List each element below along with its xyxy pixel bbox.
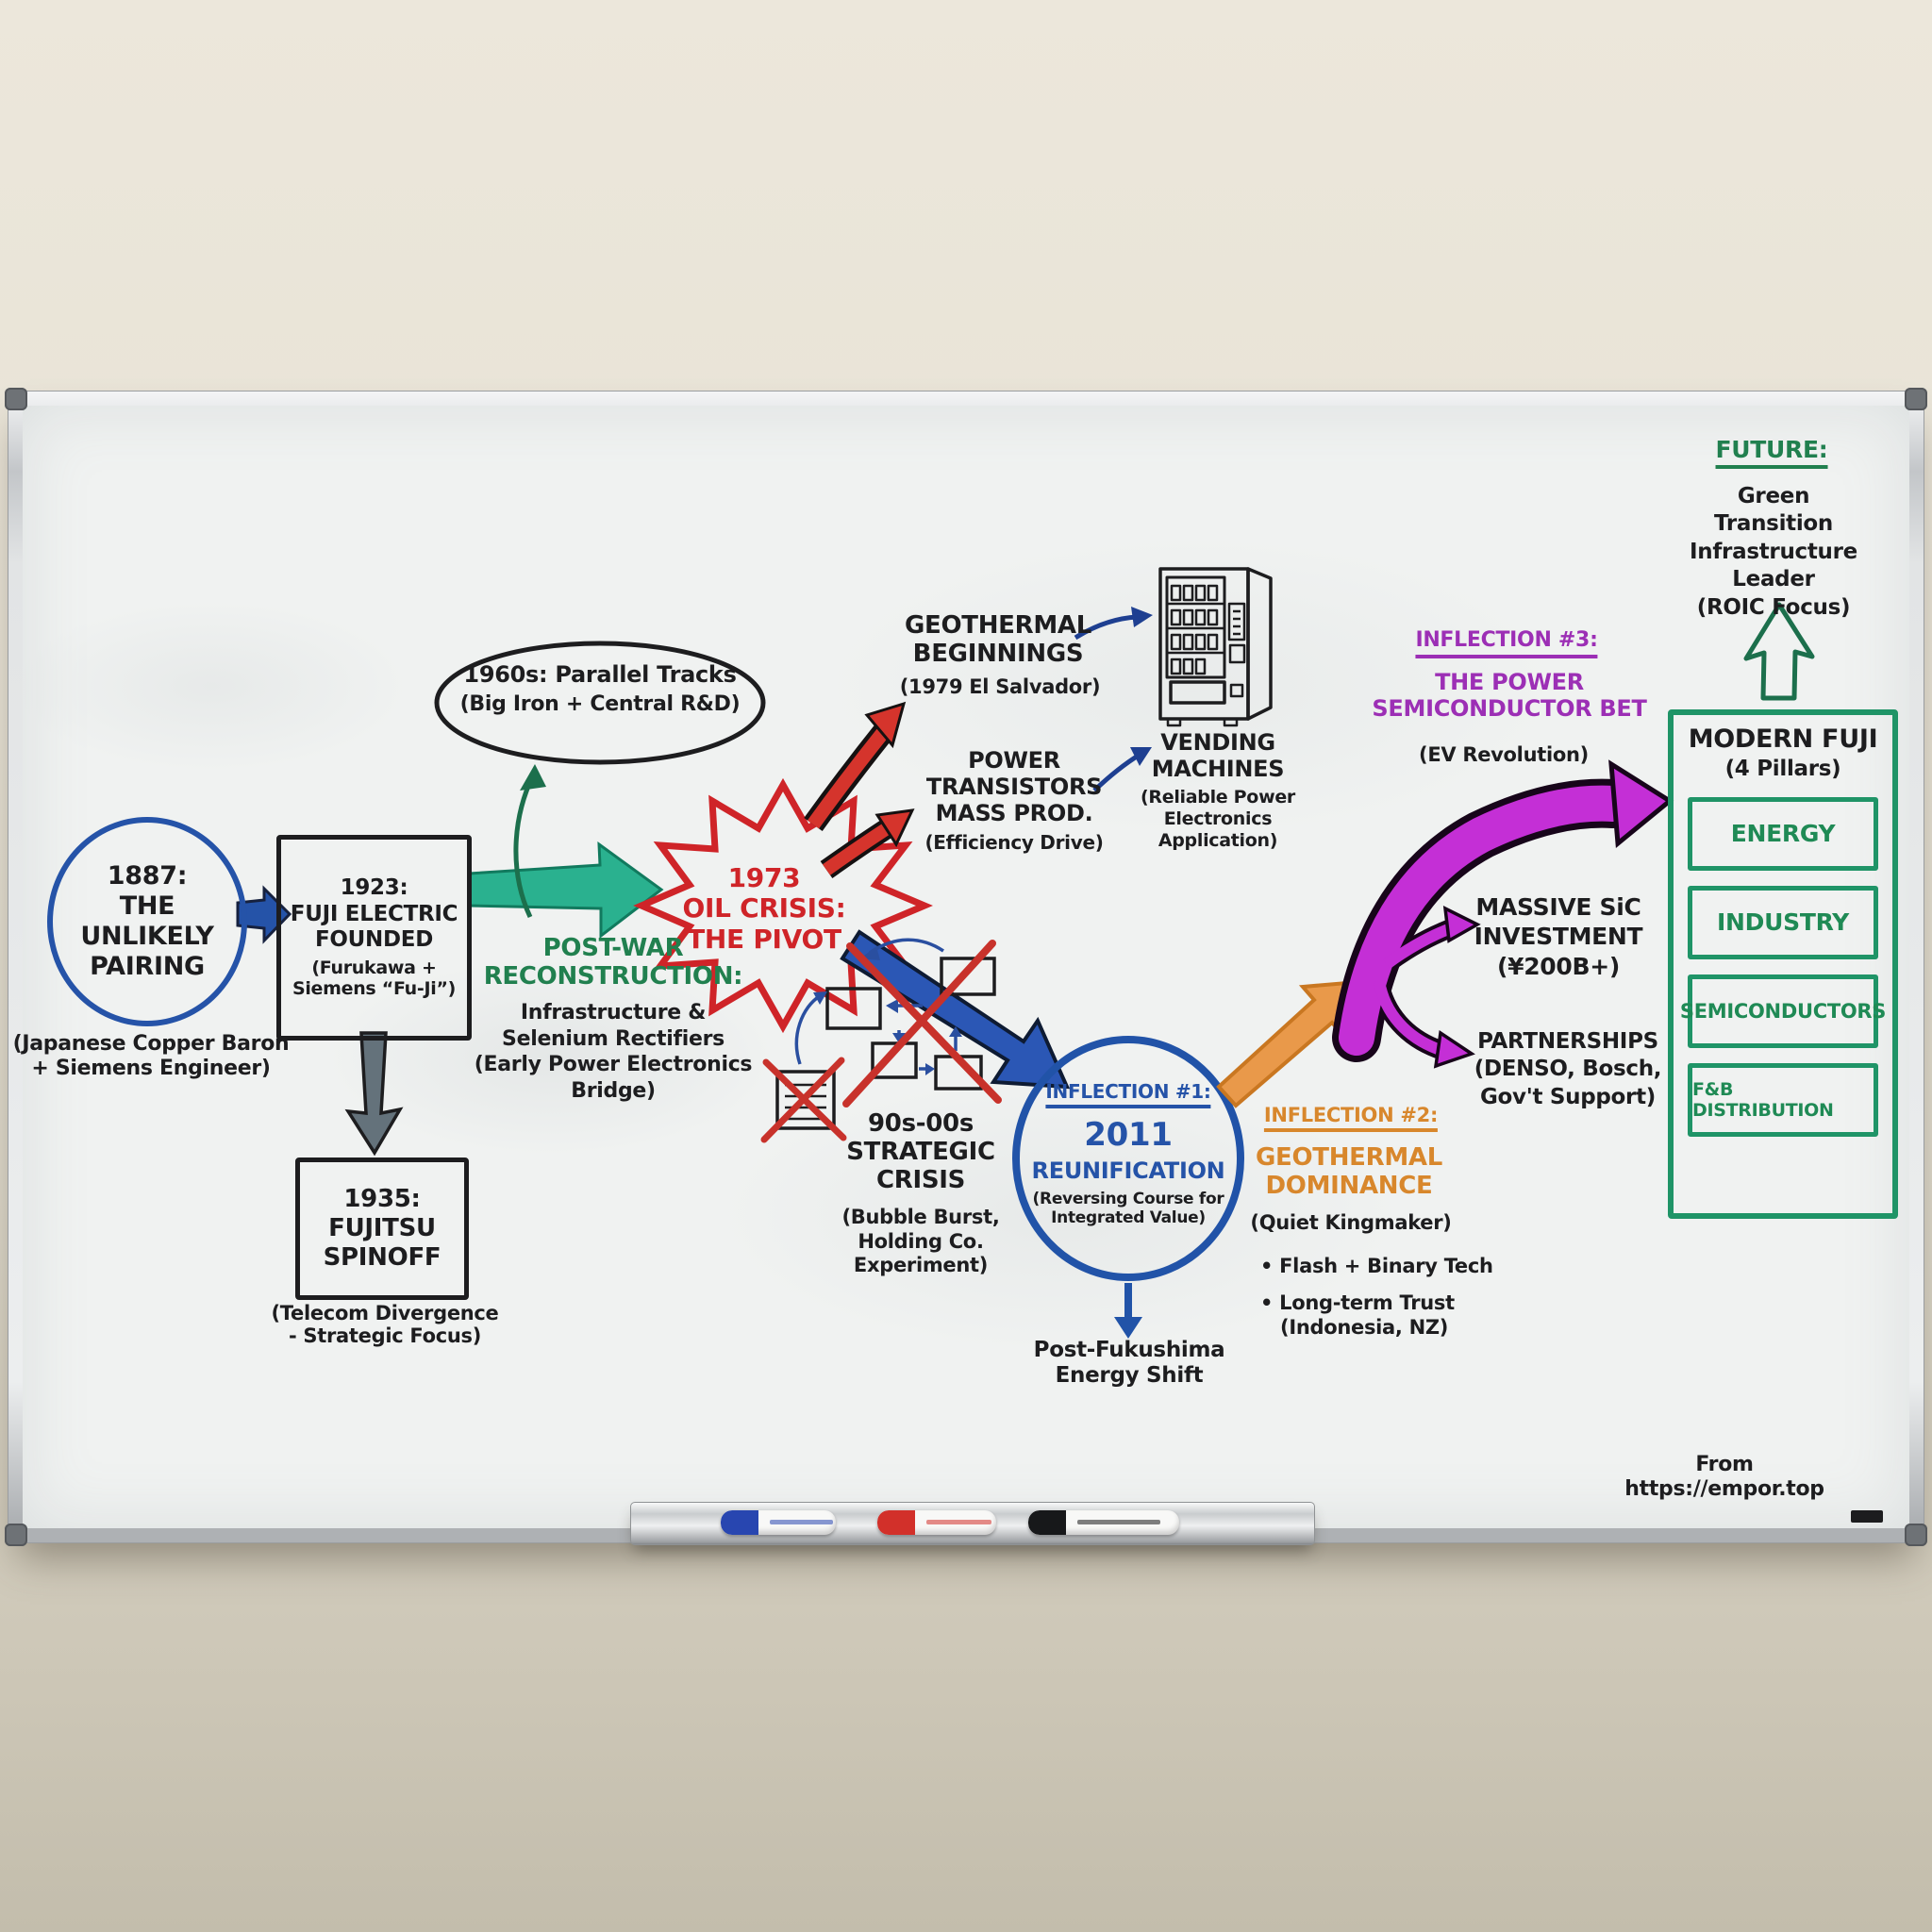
transistors-title: POWER TRANSISTORS MASS PROD. [925,747,1103,826]
node-1935-box: 1935: FUJITSU SPINOFF [295,1158,469,1300]
node-1923-title: 1923: FUJI ELECTRIC FOUNDED [290,875,458,952]
marker-tray [630,1502,1315,1545]
node-1887-caption: (Japanese Copper Baron + Siemens Enginee… [12,1032,290,1080]
geothermal-title: GEOTHERMAL BEGINNINGS [904,611,1092,669]
marker-black-label [1077,1520,1160,1524]
inflection2-sub: (Quiet Kingmaker) [1250,1211,1452,1234]
marker-blue-cap [721,1510,758,1535]
frame-corner-cap [1905,1524,1927,1546]
vending-title: VENDING MACHINES [1151,729,1285,782]
future-label: FUTURE: [1715,436,1828,469]
node-1887-label: 1887: THE UNLIKELY PAIRING [80,861,214,981]
frame-corner-cap [5,388,27,410]
node-1923-box: 1923: FUJI ELECTRIC FOUNDED (Furukawa + … [276,835,472,1041]
post-fukushima-note: Post-Fukushima Energy Shift [1033,1338,1225,1388]
node-1923-sub: (Furukawa + Siemens “Fu-Ji”) [291,957,457,1000]
marker-red-label [926,1520,992,1524]
crisis-90s-title: 90s-00s STRATEGIC CRISIS [846,1109,995,1195]
sic-investment-label: MASSIVE SiC INVESTMENT (¥200B+) [1474,893,1643,980]
cloud-1960s-title: 1960s: Parallel Tracks [463,661,737,688]
modern-fuji-box: MODERN FUJI (4 Pillars) ENERGY INDUSTRY … [1668,709,1898,1219]
inflection1-label: INFLECTION #1: [1045,1080,1211,1109]
cloud-1960s-sub: (Big Iron + Central R&D) [459,692,741,716]
starburst-1973-label: 1973 OIL CRISIS: THE PIVOT [682,862,846,955]
source-note: From https://empor.top [1624,1453,1824,1501]
partnerships-label: PARTNERSHIPS (DENSO, Bosch, Gov't Suppor… [1474,1029,1662,1109]
node-1935-caption: (Telecom Divergence - Strategic Focus) [271,1302,499,1348]
vending-sub: (Reliable Power Electronics Application) [1141,787,1295,852]
postwar-body: Infrastructure & Selenium Rectifiers (Ea… [474,1001,753,1103]
inflection1-name: REUNIFICATION [1031,1158,1225,1184]
inflection3-label: INFLECTION #3: [1415,628,1598,658]
transistors-sub: (Efficiency Drive) [924,831,1104,854]
postwar-heading: POST-WAR RECONSTRUCTION: [483,934,743,991]
marker-blue-label [770,1520,834,1524]
crisis-90s-sub: (Bubble Burst, Holding Co. Experiment) [841,1206,1000,1277]
node-1887-circle: 1887: THE UNLIKELY PAIRING [47,817,247,1026]
pillar-semiconductors: SEMICONDUCTORS [1680,974,1886,1048]
pillar-energy: ENERGY [1688,796,1878,871]
inflection3-sub: (EV Revolution) [1419,743,1589,766]
geothermal-sub: (1979 El Salvador) [899,675,1101,698]
frame-corner-cap [5,1524,27,1546]
marker-red-cap [877,1510,915,1535]
marker-black-cap [1028,1510,1066,1535]
modern-fuji-sub: (4 Pillars) [1724,756,1841,781]
inflection1-sub: (Reversing Course for Integrated Value) [1032,1190,1224,1227]
pillar-industry: INDUSTRY [1688,885,1878,959]
marker-blue [721,1510,836,1535]
inflection2-bullet-flash: • Flash + Binary Tech [1260,1255,1493,1277]
inflection1-year: 2011 [1084,1116,1173,1154]
pillar-fb-distribution: F&B DISTRIBUTION [1688,1062,1878,1137]
inflection2-name: GEOTHERMAL DOMINANCE [1255,1143,1443,1201]
modern-fuji-title: MODERN FUJI [1688,724,1878,754]
marker-red [877,1510,996,1535]
brand-label [1851,1510,1883,1523]
future-body: Green Transition Infrastructure Leader (… [1690,484,1857,620]
inflection2-bullet-trust: • Long-term Trust (Indonesia, NZ) [1260,1291,1455,1340]
inflection2-label: INFLECTION #2: [1263,1104,1438,1133]
marker-black [1028,1510,1179,1535]
node-1935-title: 1935: FUJITSU SPINOFF [323,1185,441,1272]
frame-corner-cap [1905,388,1927,410]
inflection3-name: THE POWER SEMICONDUCTOR BET [1372,669,1647,722]
